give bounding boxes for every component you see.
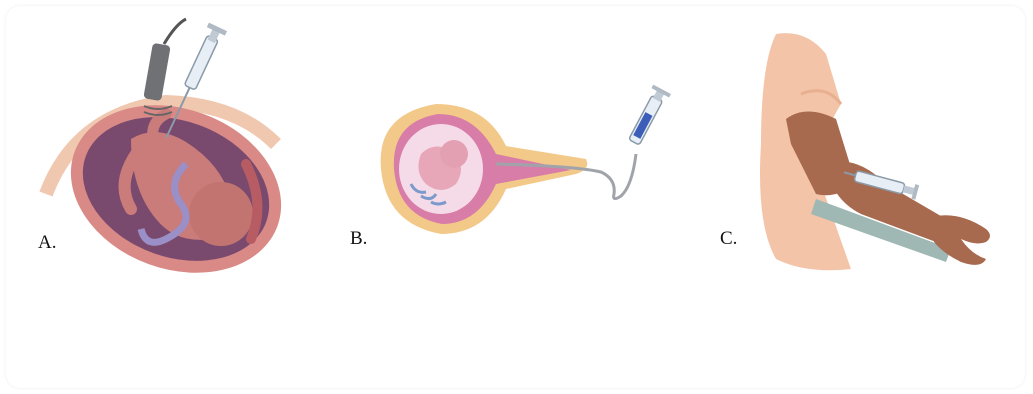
figure-panel: A. B. [6, 6, 1025, 388]
figure-a-illustration [36, 14, 286, 274]
figure-a-label: A. [38, 232, 56, 254]
figure-b-illustration [376, 84, 676, 254]
figure-b-label: B. [350, 228, 367, 250]
figure-c-illustration [746, 24, 1006, 284]
figure-c-label: C. [720, 228, 737, 250]
